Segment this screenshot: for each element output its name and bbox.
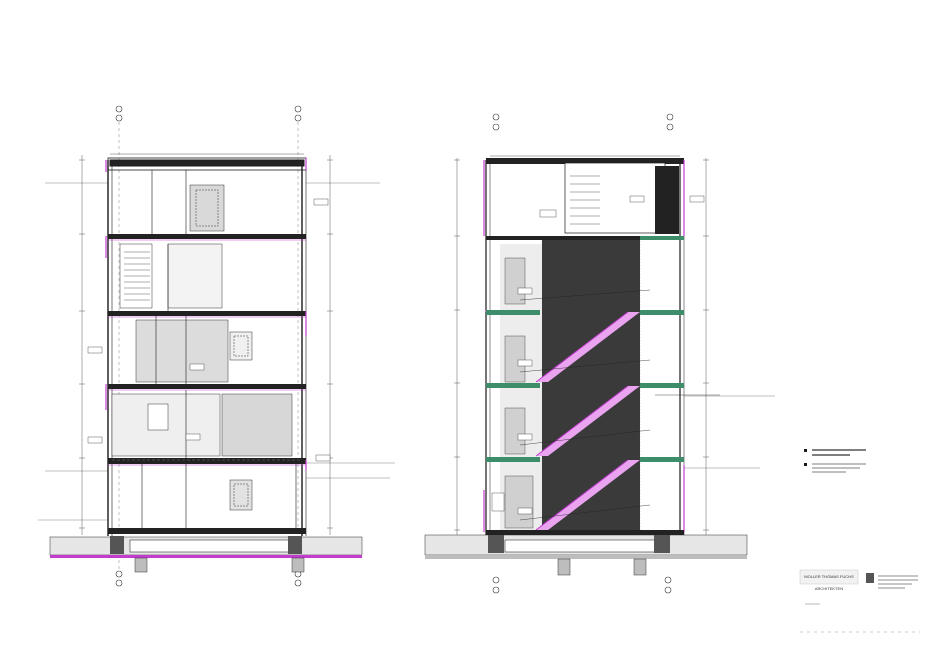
partitions-left <box>141 170 297 528</box>
leader-lines-right <box>519 289 720 521</box>
ground-right <box>424 534 748 576</box>
facade-accents-left <box>105 158 307 470</box>
interior-left <box>111 184 302 511</box>
firm-sub: ARCHITEKTEN <box>815 586 843 591</box>
annotation-tags-left <box>87 198 331 462</box>
grid-axis-markers-left <box>115 105 302 587</box>
annotation-tags-right <box>491 195 705 515</box>
dimension-chain-right <box>454 155 775 535</box>
dimension-chain-left <box>38 153 395 535</box>
roof-stair-right <box>570 175 600 225</box>
crest-icon <box>866 573 874 583</box>
walls-right <box>485 158 685 535</box>
building-section-right <box>424 113 775 594</box>
legend-notes <box>804 449 866 473</box>
floor-slabs-right <box>486 236 684 535</box>
ground-left <box>49 536 363 573</box>
grid-axis-markers-right <box>492 113 674 594</box>
stair-left-upper <box>124 251 150 301</box>
title-block: MOLLER THOMAS FUCHS ARCHITEKTEN <box>799 569 920 633</box>
building-section-left <box>38 105 395 587</box>
floor-slabs-left <box>108 234 306 534</box>
firm-name: MOLLER THOMAS FUCHS <box>804 574 854 579</box>
stair-flights-right <box>535 311 640 531</box>
